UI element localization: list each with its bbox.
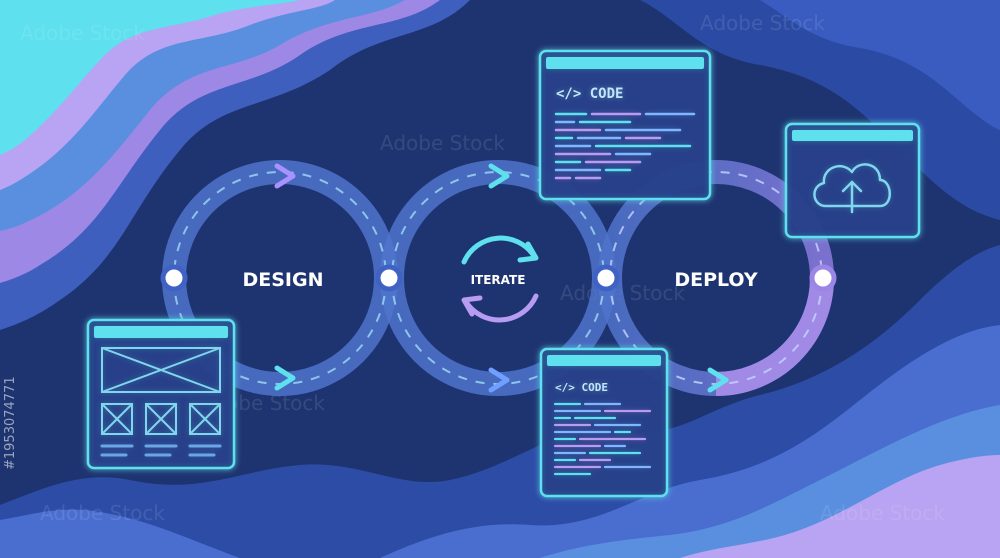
watermark-text: Adobe Stock bbox=[380, 131, 505, 155]
path-node bbox=[592, 264, 620, 292]
path-node bbox=[160, 264, 188, 292]
cloud-upload-icon bbox=[813, 163, 891, 214]
arrow-chevron bbox=[274, 163, 296, 189]
code-lines bbox=[554, 112, 696, 180]
workflow-path bbox=[160, 160, 837, 396]
watermark-text: Adobe Stock bbox=[820, 501, 945, 525]
step-label-design: DESIGN bbox=[242, 269, 323, 291]
arrow-chevron bbox=[274, 365, 296, 391]
deploy-window bbox=[784, 122, 921, 239]
arrow-chevron bbox=[488, 163, 510, 189]
stock-id: #1953074771 bbox=[3, 376, 18, 470]
step-label-iterate: ITERATE bbox=[471, 273, 526, 287]
code-window-title: </> CODE bbox=[555, 381, 608, 394]
path-node bbox=[375, 264, 403, 292]
arrow-chevron bbox=[488, 367, 510, 393]
watermark-text: Adobe Stock bbox=[700, 11, 825, 35]
path-node bbox=[809, 264, 837, 292]
step-label-deploy: DEPLOY bbox=[674, 269, 758, 291]
code-window-bottom: </> CODE bbox=[539, 347, 669, 498]
wireframe-window bbox=[86, 318, 236, 470]
code-window-title: </> CODE bbox=[556, 86, 623, 102]
arrow-chevron bbox=[707, 367, 729, 393]
wireframe-layout-icon bbox=[101, 347, 221, 435]
code-window-top: </> CODE bbox=[538, 49, 712, 201]
watermark-text: Adobe Stock bbox=[40, 501, 165, 525]
code-lines bbox=[553, 402, 652, 476]
watermark-text: Adobe Stock bbox=[20, 21, 145, 45]
cycle-arrows-icon bbox=[461, 235, 539, 323]
